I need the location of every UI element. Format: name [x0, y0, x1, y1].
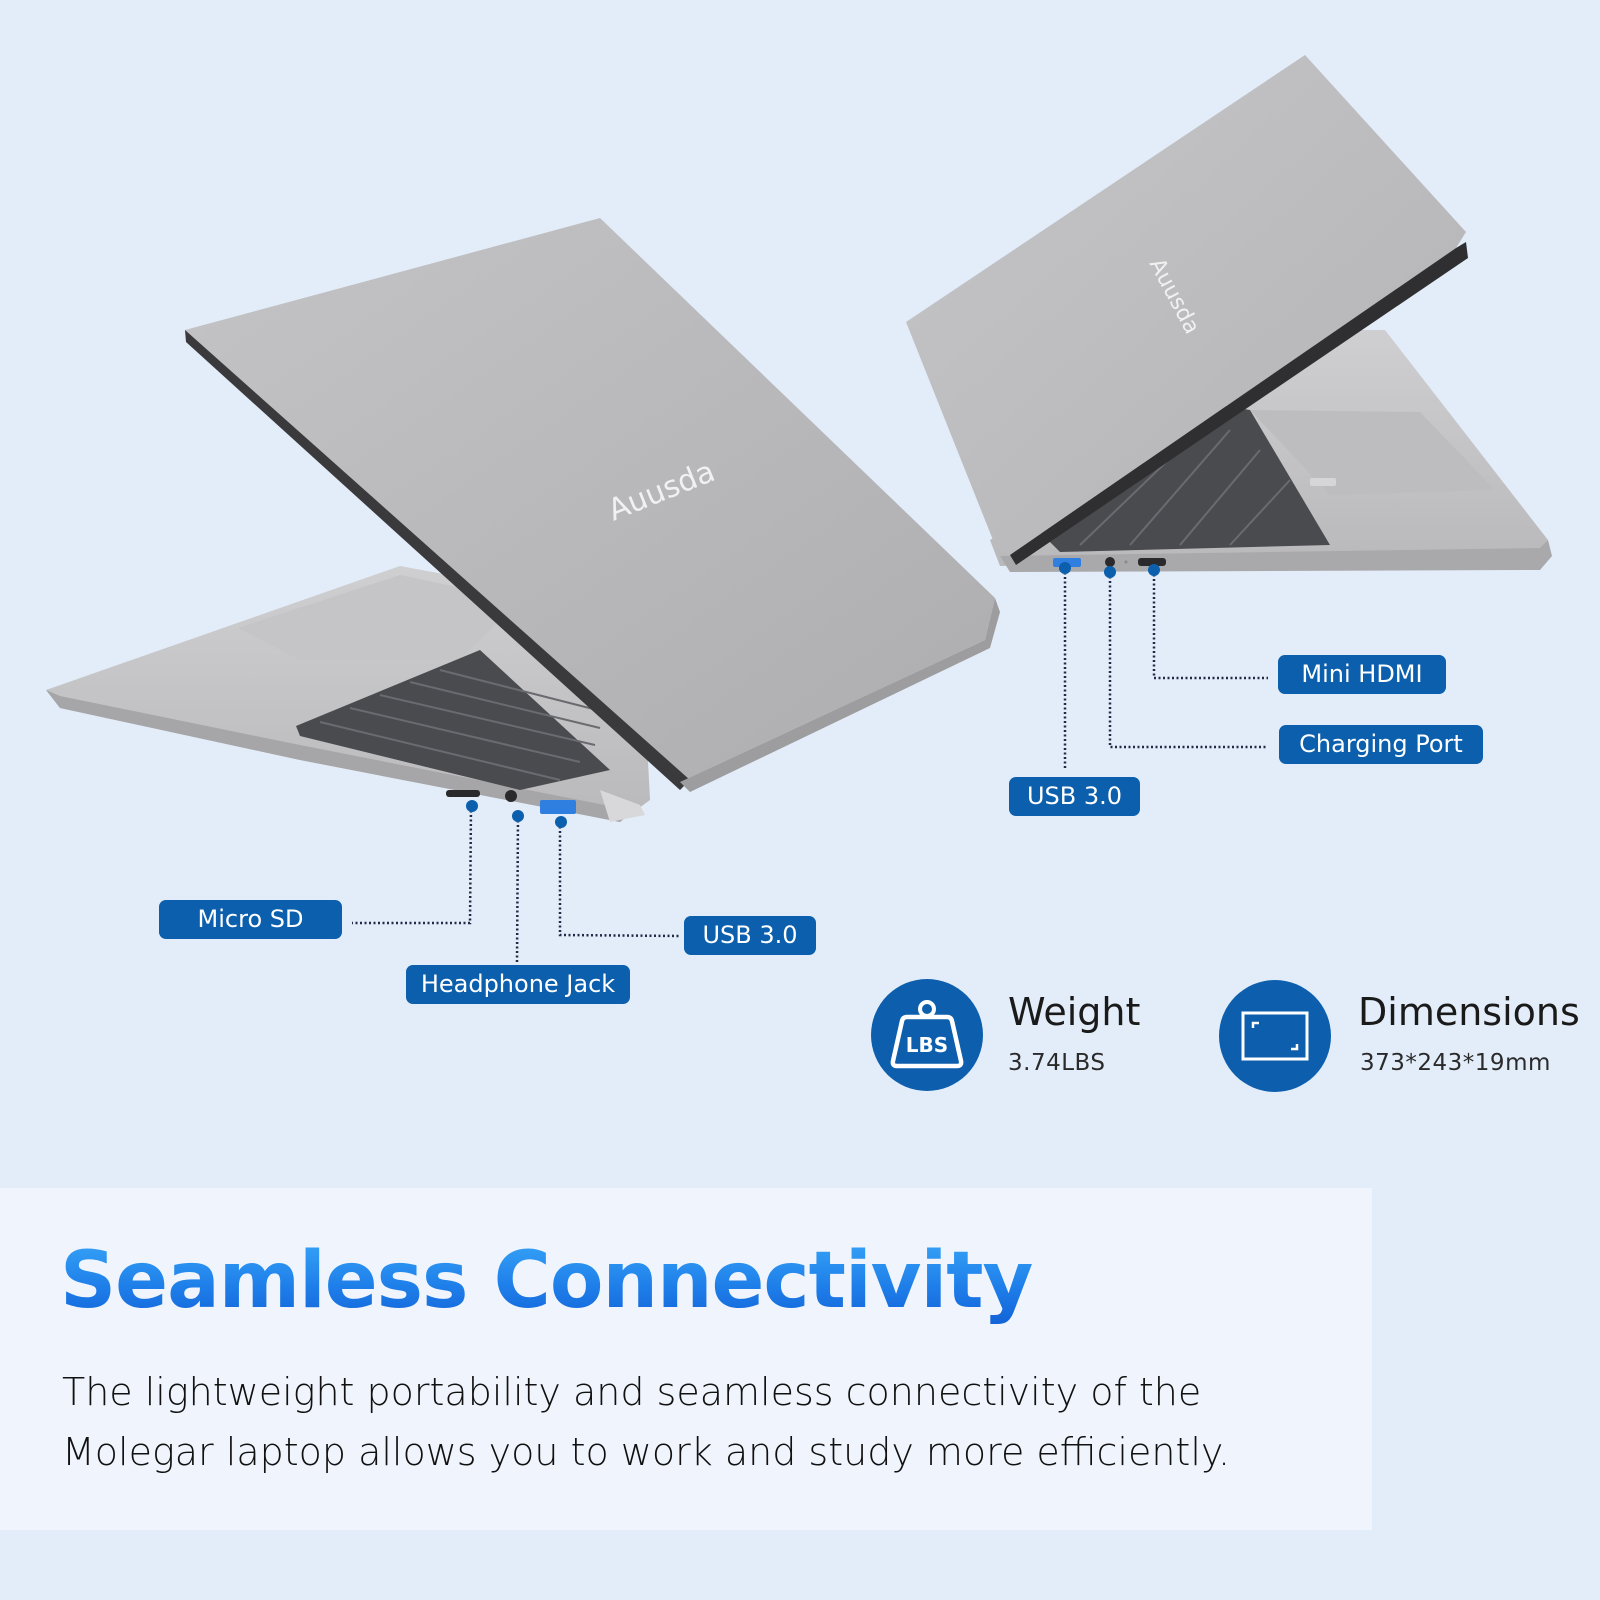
- label-charging-port: Charging Port: [1279, 725, 1483, 764]
- svg-text:LBS: LBS: [906, 1033, 948, 1057]
- weight-value: 3.74LBS: [1008, 1050, 1106, 1076]
- mini-hdmi-port: [1138, 558, 1166, 566]
- port-markers: [466, 562, 1160, 828]
- label-headphone-jack: Headphone Jack: [406, 965, 630, 1004]
- weight-lbs-icon: LBS: [871, 979, 983, 1091]
- usb-port-left: [540, 800, 576, 814]
- feature-description: The lightweight portability and seamless…: [62, 1370, 1231, 1474]
- feature-panel: [0, 1188, 1372, 1530]
- weight-title: Weight: [1008, 990, 1141, 1034]
- dimensions-title: Dimensions: [1358, 990, 1580, 1034]
- label-micro-sd: Micro SD: [159, 900, 342, 939]
- right-laptop: Auusda: [906, 55, 1552, 572]
- headphone-jack: [505, 790, 517, 802]
- dimensions-frame-icon: [1219, 980, 1331, 1092]
- micro-sd-slot: [446, 790, 480, 797]
- dimensions-value: 373*243*19mm: [1360, 1050, 1551, 1076]
- leader-lines: [352, 568, 1268, 963]
- label-mini-hdmi: Mini HDMI: [1278, 655, 1446, 694]
- feature-headline: Seamless Connectivity: [60, 1236, 1033, 1326]
- charging-port: [1105, 557, 1115, 567]
- label-usb-3-right: USB 3.0: [1009, 777, 1140, 816]
- left-laptop: Auusda: [46, 218, 1000, 822]
- label-usb-3-left: USB 3.0: [684, 916, 816, 955]
